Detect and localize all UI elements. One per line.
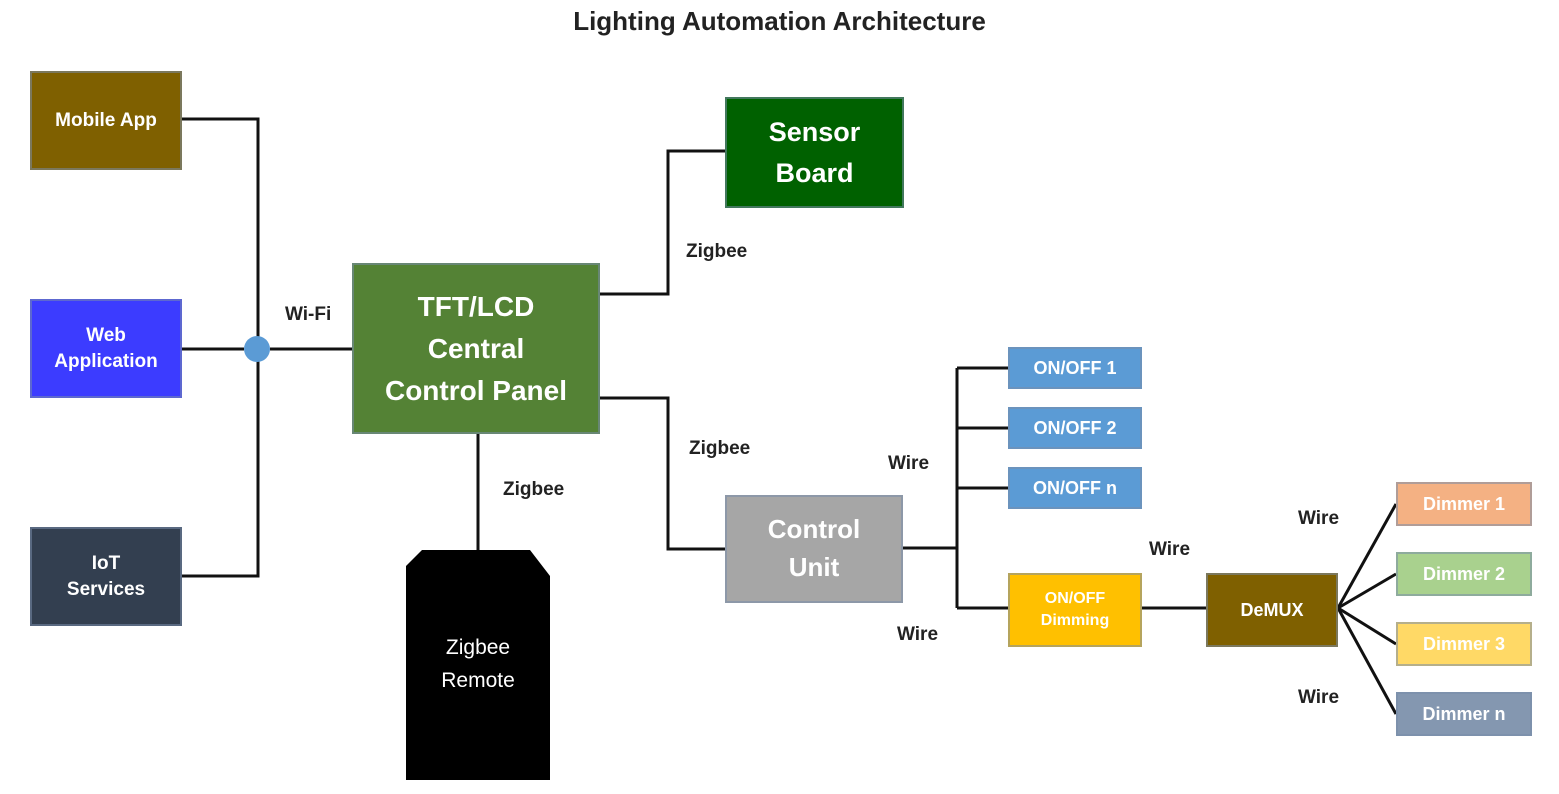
zigbee-sensor-label: Zigbee xyxy=(686,241,748,262)
wire-panel-to-control xyxy=(600,396,725,551)
on-off-n-box: ON/OFF n xyxy=(1008,467,1142,509)
control-unit-box: Control Unit xyxy=(725,495,903,603)
on-off-1-box: ON/OFF 1 xyxy=(1008,347,1142,389)
wire-iot-services xyxy=(182,349,260,578)
mobile-app-box: Mobile App xyxy=(30,71,182,170)
wire-demux-label: Wire xyxy=(1149,539,1191,560)
wifi-label: Wi-Fi xyxy=(285,304,332,325)
zigbee-remote-label: Zigbee xyxy=(503,479,565,500)
wire-dimmer-2 xyxy=(1337,572,1397,610)
wire-dimmer-n xyxy=(1336,607,1398,715)
wire-mobile-app xyxy=(182,117,260,349)
zigbee-control-label: Zigbee xyxy=(689,438,751,459)
web-application-box: Web Application xyxy=(30,299,182,398)
zigbee-remote-device: Zigbee Remote xyxy=(406,550,550,780)
wire-dimmer-1 xyxy=(1336,503,1398,609)
wire-on-off-label: Wire xyxy=(888,453,930,474)
demux-box: DeMUX xyxy=(1206,573,1338,647)
wifi-hub-node xyxy=(244,336,270,362)
dimmer-n-box: Dimmer n xyxy=(1396,692,1532,736)
wire-dimmer-bottom-label: Wire xyxy=(1298,687,1340,708)
iot-services-box: IoT Services xyxy=(30,527,182,626)
wire-dimming-label: Wire xyxy=(897,624,939,645)
dimmer-1-box: Dimmer 1 xyxy=(1396,482,1532,526)
on-off-2-box: ON/OFF 2 xyxy=(1008,407,1142,449)
wire-dimmer-3 xyxy=(1337,606,1397,646)
dimmer-3-box: Dimmer 3 xyxy=(1396,622,1532,666)
dimmer-2-box: Dimmer 2 xyxy=(1396,552,1532,596)
sensor-board-box: Sensor Board xyxy=(725,97,904,208)
wire-panel-to-sensor xyxy=(600,149,725,296)
diagram-title: Lighting Automation Architecture xyxy=(573,6,986,36)
wire-dimmer-top-label: Wire xyxy=(1298,508,1340,529)
central-control-panel-box: TFT/LCD Central Control Panel xyxy=(352,263,600,434)
on-off-dimming-box: ON/OFF Dimming xyxy=(1008,573,1142,647)
